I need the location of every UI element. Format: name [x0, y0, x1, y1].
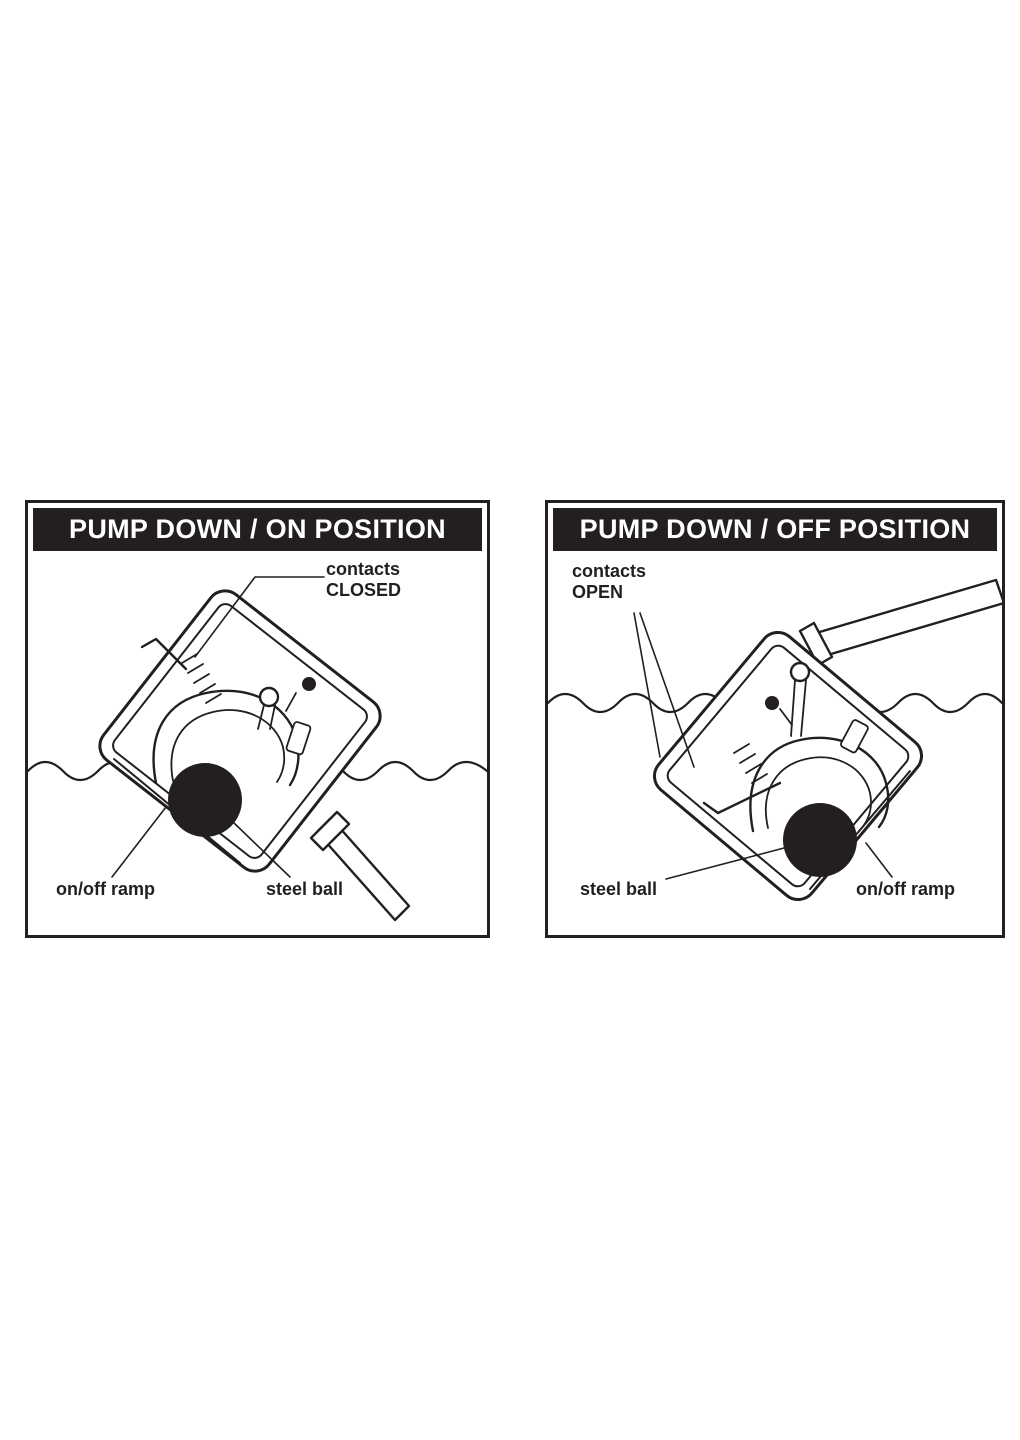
- pump-off-diagram: [548, 578, 1002, 902]
- label-contacts: contacts OPEN: [572, 561, 646, 602]
- leader-ramp: [111, 806, 167, 878]
- switch-housing-inner: [666, 644, 910, 888]
- label-contacts-line2: OPEN: [572, 581, 624, 602]
- switch-mechanism: [702, 661, 890, 833]
- cable-collar: [309, 810, 351, 852]
- spring: [181, 653, 222, 704]
- label-ball: steel ball: [580, 879, 658, 899]
- pivot-ball: [258, 686, 280, 708]
- panel-pump-off-title: PUMP DOWN / OFF POSITION: [553, 508, 997, 551]
- pump-on-diagram: [28, 576, 487, 922]
- pump-off-diagram-area: contacts OPEN steel ball on/off ramp: [548, 551, 1002, 935]
- power-cable: [804, 578, 1002, 661]
- panel-pump-off: PUMP DOWN / OFF POSITION: [545, 500, 1005, 938]
- leader-ramp: [865, 842, 893, 878]
- actuator-arm: [140, 637, 188, 671]
- leader-contacts-1: [639, 612, 695, 768]
- spring: [733, 743, 768, 784]
- contact-block: [285, 721, 312, 756]
- label-contacts-line2: CLOSED: [326, 579, 402, 600]
- leader-lines: [111, 576, 325, 878]
- leader-ball: [665, 847, 785, 880]
- switch-mechanism: [140, 637, 316, 787]
- leader-contacts-2: [633, 612, 661, 758]
- contact-block: [840, 719, 869, 754]
- panel-pump-on-title: PUMP DOWN / ON POSITION: [33, 508, 482, 551]
- label-ramp: on/off ramp: [56, 879, 155, 899]
- leader-ball: [233, 822, 291, 878]
- pump-on-diagram-area: contacts CLOSED on/off ramp steel ball: [28, 551, 487, 935]
- label-contacts-line1: contacts: [572, 561, 647, 581]
- contact-dot: [302, 677, 316, 691]
- label-ball: steel ball: [266, 879, 344, 899]
- panel-pump-on: PUMP DOWN / ON POSITION: [25, 500, 490, 938]
- actuator-arm: [702, 781, 782, 815]
- label-contacts: contacts CLOSED: [326, 559, 401, 600]
- leader-lines: [633, 612, 893, 880]
- label-ramp: on/off ramp: [856, 879, 955, 899]
- contact-dot: [765, 696, 779, 710]
- label-contacts-line1: contacts: [326, 559, 401, 579]
- steel-ball: [783, 803, 857, 877]
- leader-contacts: [194, 576, 325, 658]
- pivot-ball: [789, 661, 811, 683]
- steel-ball: [168, 763, 242, 837]
